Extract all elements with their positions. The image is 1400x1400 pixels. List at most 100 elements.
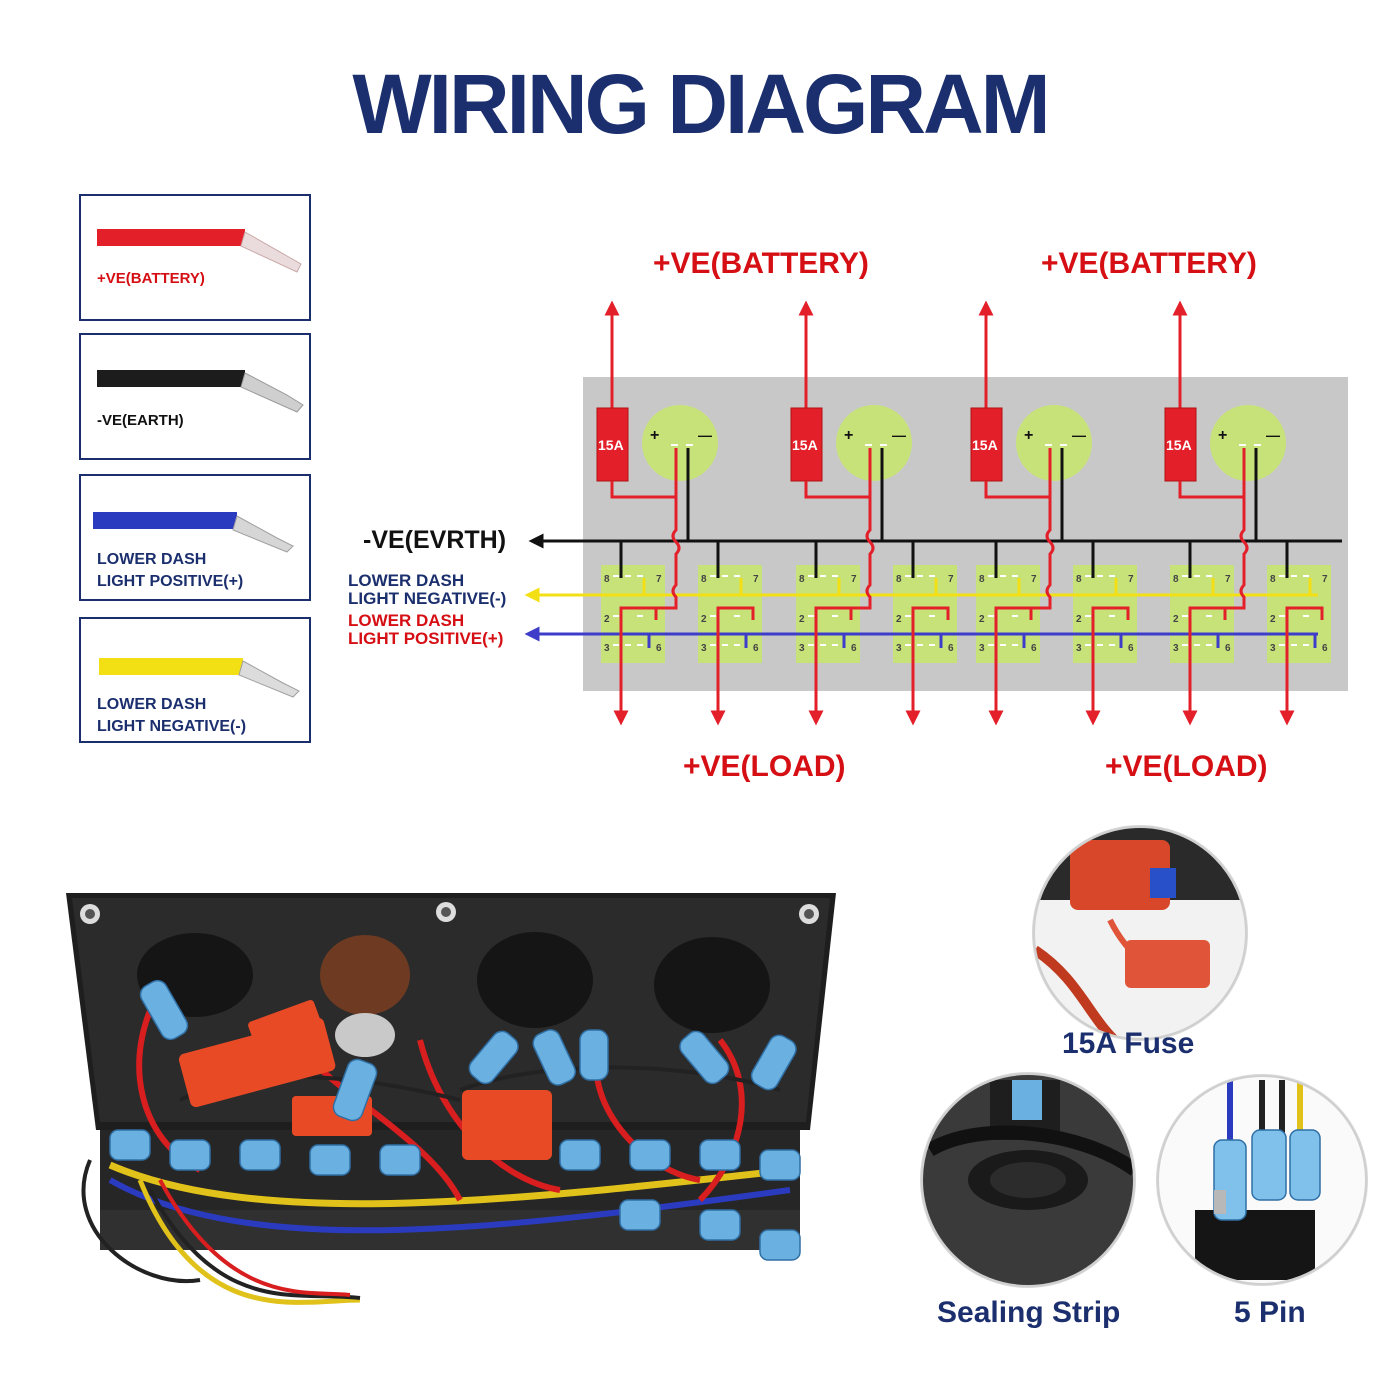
dash-negative-label-line2: LIGHT NEGATIVE(-) <box>348 589 507 608</box>
switch-pin-7: 7 <box>851 574 857 585</box>
switch-pin-7: 7 <box>948 574 954 585</box>
socket-positive-wire <box>804 448 872 499</box>
socket-plus: + <box>650 427 659 444</box>
switch-pin-7: 7 <box>1031 574 1037 585</box>
dash-negative-label-line1: LOWER DASH <box>348 571 465 590</box>
switch-pin-2: 2 <box>604 614 610 625</box>
fuse-15a <box>1164 407 1197 482</box>
load-feed <box>619 606 658 690</box>
legend-dash-negative: LOWER DASH LIGHT NEGATIVE(-) <box>79 617 311 743</box>
socket-circle <box>1016 405 1092 481</box>
load-label-left: +VE(LOAD) <box>683 750 846 783</box>
switch-pin-3: 3 <box>1076 643 1082 654</box>
load-feed <box>716 606 755 690</box>
legend-battery: +VE(BATTERY) <box>79 194 311 321</box>
socket-positive-wire <box>1178 448 1246 499</box>
legend-dash-positive: LOWER DASH LIGHT POSITIVE(+) <box>79 474 311 601</box>
switch-pin-7: 7 <box>1322 574 1328 585</box>
switch-pin-6: 6 <box>1225 643 1231 654</box>
switch-pin-7: 7 <box>1225 574 1231 585</box>
battery-label-right: +VE(BATTERY) <box>1041 247 1257 280</box>
switch-pin-7: 7 <box>753 574 759 585</box>
socket-minus: — <box>1072 427 1086 443</box>
battery-jumper <box>1031 497 1055 610</box>
switch-pin-6: 6 <box>1322 643 1328 654</box>
switch-pin-8: 8 <box>604 574 610 585</box>
socket-circle <box>836 405 912 481</box>
switch-pin-3: 3 <box>604 643 610 654</box>
legend-earth-label: -VE(EARTH) <box>97 412 184 429</box>
fuse-closeup-photo <box>1032 825 1248 1041</box>
socket-circle <box>1210 405 1286 481</box>
dash-positive-label-line2: LIGHT POSITIVE(+) <box>348 629 504 648</box>
switch-8 <box>1267 565 1331 663</box>
switch-pin-2: 2 <box>1270 614 1276 625</box>
switch-5 <box>976 565 1040 663</box>
switch-pin-6: 6 <box>851 643 857 654</box>
switch-pin-6: 6 <box>948 643 954 654</box>
switch-7 <box>1170 565 1234 663</box>
switch-pin-8: 8 <box>979 574 985 585</box>
switch-6 <box>1073 565 1137 663</box>
load-feed <box>1285 606 1324 690</box>
sealing-strip-photo <box>920 1072 1136 1288</box>
battery-jumper <box>656 497 681 610</box>
switch-pin-8: 8 <box>799 574 805 585</box>
load-feed <box>911 606 950 690</box>
battery-label-left: +VE(BATTERY) <box>653 247 869 280</box>
switch-pin-2: 2 <box>1173 614 1179 625</box>
load-feed <box>814 606 853 690</box>
fuse-label: 15A <box>1166 437 1192 453</box>
switch-pin-3: 3 <box>1173 643 1179 654</box>
switch-pin-8: 8 <box>701 574 707 585</box>
fuse-15a <box>970 407 1003 482</box>
socket-minus: — <box>1266 427 1280 443</box>
legend-dash-negative-line2: LIGHT NEGATIVE(-) <box>97 718 247 735</box>
load-label-right: +VE(LOAD) <box>1105 750 1268 783</box>
socket-positive-wire <box>610 448 678 499</box>
load-feed <box>1188 606 1227 690</box>
legend-dash-positive-line2: LIGHT POSITIVE(+) <box>97 573 244 590</box>
blue-wire-icon <box>93 512 294 553</box>
legend-dash-positive-line1: LOWER DASH <box>97 551 207 568</box>
socket-circle <box>642 405 718 481</box>
switch-pin-3: 3 <box>979 643 985 654</box>
switch-pin-8: 8 <box>896 574 902 585</box>
load-feed <box>994 606 1033 690</box>
switch-pin-2: 2 <box>896 614 902 625</box>
fuse-caption: 15A Fuse <box>1062 1027 1195 1060</box>
socket-positive-wire <box>984 448 1052 499</box>
switch-pin-8: 8 <box>1076 574 1082 585</box>
switch-pin-7: 7 <box>656 574 662 585</box>
legend-dash-negative-line1: LOWER DASH <box>97 696 207 713</box>
socket-minus: — <box>698 427 712 443</box>
black-wire-icon <box>97 370 304 413</box>
socket-plus: + <box>1024 427 1033 444</box>
switch-panel-photo <box>66 893 836 1305</box>
five-pin-caption: 5 Pin <box>1234 1296 1306 1329</box>
switch-pin-2: 2 <box>979 614 985 625</box>
socket-plus: + <box>1218 427 1227 444</box>
switch-pin-3: 3 <box>1270 643 1276 654</box>
socket-plus: + <box>844 427 853 444</box>
switch-1 <box>601 565 665 663</box>
five-pin-photo <box>1156 1074 1368 1286</box>
switch-pin-3: 3 <box>701 643 707 654</box>
page-title: WIRING DIAGRAM <box>352 57 1050 151</box>
battery-jumper <box>1225 497 1249 610</box>
battery-jumper <box>851 497 875 610</box>
switch-2 <box>698 565 762 663</box>
red-wire-icon <box>97 229 302 273</box>
switch-pin-6: 6 <box>1031 643 1037 654</box>
fuse-label: 15A <box>792 437 818 453</box>
fuse-label: 15A <box>598 437 624 453</box>
switch-pin-6: 6 <box>753 643 759 654</box>
load-feed <box>1091 606 1130 690</box>
switch-pin-7: 7 <box>1128 574 1134 585</box>
switch-pin-2: 2 <box>1076 614 1082 625</box>
legend-battery-label: +VE(BATTERY) <box>97 270 205 287</box>
switch-pin-8: 8 <box>1270 574 1276 585</box>
switch-pin-2: 2 <box>799 614 805 625</box>
socket-minus: — <box>892 427 906 443</box>
